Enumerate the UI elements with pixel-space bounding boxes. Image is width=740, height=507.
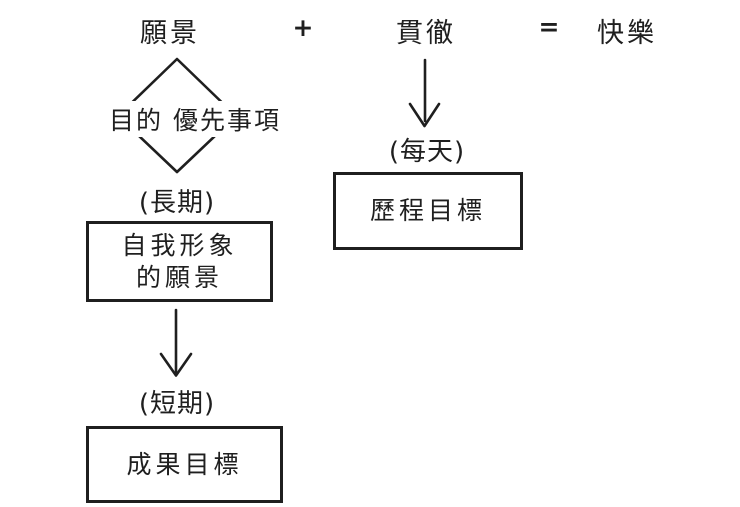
outcome-goals-box: 成果目標 <box>86 426 283 503</box>
process-goals-box: 歷程目標 <box>333 172 523 250</box>
equation-vision-label: 願景 <box>140 18 200 49</box>
equation-follow-through-label: 貫徹 <box>396 18 456 49</box>
long-term-timeframe-label: (長期) <box>138 188 216 218</box>
arrow-down-follow-through-icon <box>408 58 441 128</box>
daily-timeframe-label: (每天) <box>388 137 466 167</box>
self-image-vision-line1: 自我形象 <box>121 231 238 261</box>
equation-plus-sign: + <box>292 13 314 42</box>
equation-happiness-label: 快樂 <box>597 18 657 49</box>
outcome-goals-label: 成果目標 <box>126 449 243 479</box>
diamond-purpose-priorities-label: 目的 優先事項 <box>106 101 284 137</box>
equation-equals-sign: = <box>538 12 560 41</box>
arrow-down-vision-box-icon <box>159 308 193 377</box>
short-term-timeframe-label: (短期) <box>138 389 216 419</box>
self-image-vision-box: 自我形象 的願景 <box>86 221 273 302</box>
process-goals-label: 歷程目標 <box>369 196 486 226</box>
self-image-vision-line2: 的願景 <box>135 262 223 292</box>
